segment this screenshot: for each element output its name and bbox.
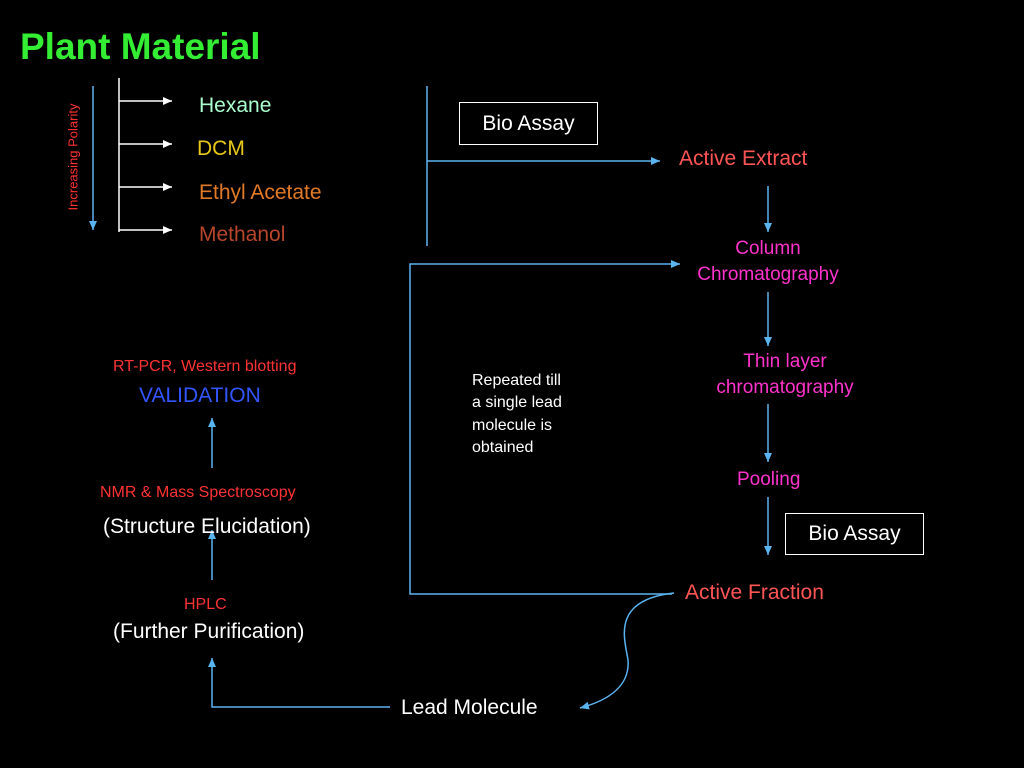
bio-assay-box-1: Bio Assay xyxy=(459,102,598,145)
hplc-label: HPLC xyxy=(184,596,227,613)
column-chromatography: Column Chromatography xyxy=(697,238,839,286)
page-title: Plant Material xyxy=(20,26,261,67)
arrow-lead-to-hplc xyxy=(208,658,390,708)
lead-molecule: Lead Molecule xyxy=(401,696,538,719)
repeated-note: Repeated till a single lead molecule is … xyxy=(472,370,562,460)
repeated-note-line-2: a single lead xyxy=(472,394,562,412)
column-chromatography-line-2: Chromatography xyxy=(697,263,839,285)
active-fraction: Active Fraction xyxy=(685,581,824,604)
repeated-note-line-1: Repeated till xyxy=(472,372,561,389)
further-purification: (Further Purification) xyxy=(113,620,305,643)
solvent-hexane: Hexane xyxy=(199,94,272,117)
validation-label: VALIDATION xyxy=(139,384,261,407)
bio-assay-label-1: Bio Assay xyxy=(482,111,575,135)
repeat-loop xyxy=(409,260,680,595)
rtpcr-label: RT-PCR, Western blotting xyxy=(113,358,297,375)
solvent-methanol: Methanol xyxy=(199,223,286,246)
bio-assay-box-2: Bio Assay xyxy=(785,513,924,555)
repeated-note-line-4: obtained xyxy=(472,439,534,457)
pooling: Pooling xyxy=(737,469,801,490)
solvent-ethyl-acetate: Ethyl Acetate xyxy=(199,181,322,204)
repeated-note-line-3: molecule is xyxy=(472,416,553,434)
polarity-label: Increasing Polarity xyxy=(65,103,81,211)
structure-elucidation: (Structure Elucidation) xyxy=(103,515,311,538)
active-extract: Active Extract xyxy=(679,147,808,170)
thin-layer-line-1: Thin layer xyxy=(743,351,827,372)
curve-fraction-to-lead xyxy=(579,592,675,710)
thin-layer-line-2: chromatography xyxy=(716,376,854,398)
thin-layer-chromatography: Thin layer chromatography xyxy=(716,351,853,399)
bio-assay-label-2: Bio Assay xyxy=(808,522,901,545)
solvent-dcm: DCM xyxy=(197,137,245,160)
column-chromatography-line-1: Column xyxy=(735,238,801,259)
nmr-label: NMR & Mass Spectroscopy xyxy=(100,484,296,501)
